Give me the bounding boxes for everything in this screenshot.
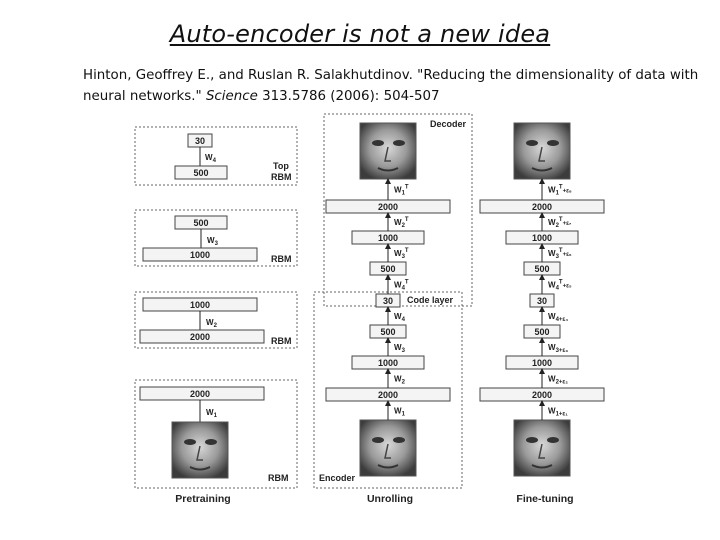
finetuning-input-face: [513, 419, 571, 477]
fine-stack-layer-value: 30: [537, 296, 547, 306]
rbm-top-weight: W4: [205, 153, 217, 164]
unroll-stack-layer-value: 2000: [378, 202, 398, 212]
rbm-3-upper-value: 500: [193, 218, 208, 228]
rbm-2-label: RBM: [271, 336, 292, 346]
unrolling-caption: Unrolling: [367, 493, 413, 505]
citation-paper-title: "Reducing the dimensionality of data wit…: [83, 68, 699, 104]
fine-stack-layer-value: 1000: [532, 358, 552, 368]
rbm-1-upper-layer: [139, 386, 265, 401]
citation-journal: Science: [205, 89, 258, 104]
citation: Hinton, Geoffrey E., and Ruslan R. Salak…: [83, 65, 703, 107]
fine-stack-weight-label: W2T+ε₇: [548, 217, 572, 229]
fine-stack-weight-label: W1T+ε₈: [548, 185, 572, 197]
rbm-top-label-line1: Top: [273, 161, 289, 171]
finetuning-caption: Fine-tuning: [516, 493, 573, 505]
fine-stack-layer-value: 1000: [532, 233, 552, 243]
rbm-1-label: RBM: [268, 473, 289, 483]
rbm-3-frame: [134, 209, 298, 267]
code-layer-label: Code layer: [407, 295, 454, 305]
rbm-1-upper-value: 2000: [190, 389, 210, 399]
fine-stack-layer-value: 2000: [532, 390, 552, 400]
finetuning-layer-stack: 2000 1000 500 30 500 1000 2000 W1T+ε₈ W2T+ε₇ W3T+…: [479, 178, 605, 420]
unroll-stack-layer-value: 500: [380, 327, 395, 337]
rbm-top-upper-value: 30: [195, 136, 205, 146]
unrolling-output-face: [359, 122, 417, 180]
rbm-2-weight: W2: [206, 318, 218, 329]
fine-stack-layer-value: 2000: [532, 202, 552, 212]
rbm-3-lower-layer: [142, 247, 258, 262]
slide-title: Auto-encoder is not a new idea: [169, 20, 551, 48]
fine-stack-weight-label: W4T+ε₅: [548, 280, 572, 292]
rbm-2-upper-value: 1000: [190, 300, 210, 310]
unroll-stack-layer-value: 500: [380, 264, 395, 274]
rbm-2-lower-layer: [139, 329, 265, 344]
fine-stack-weight-label: W2+ε₂: [548, 375, 568, 386]
encoder-label: Encoder: [319, 473, 356, 483]
unroll-stack-weight-label: W1T: [394, 185, 409, 197]
unroll-stack-weight-label: W3T: [394, 248, 409, 260]
unroll-stack-weight-label: W1: [394, 407, 406, 418]
unroll-stack-weight-label: W4T: [394, 280, 409, 292]
rbm-2-lower-value: 2000: [190, 332, 210, 342]
rbm-2-frame: [134, 291, 298, 349]
pretraining-caption: Pretraining: [175, 493, 230, 505]
unroll-stack-layer-value: 1000: [378, 358, 398, 368]
unroll-stack-layer-value: 1000: [378, 233, 398, 243]
rbm-1-weight: W1: [206, 408, 218, 419]
citation-details: 313.5786 (2006): 504-507: [262, 89, 440, 104]
rbm-3-lower-value: 1000: [190, 250, 210, 260]
fine-stack-layer-value: 500: [534, 327, 549, 337]
citation-authors: Hinton, Geoffrey E., and Ruslan R. Salak…: [83, 68, 413, 83]
rbm-3-weight: W3: [207, 236, 219, 247]
pretraining-face-image: [171, 421, 229, 479]
fine-stack-weight-label: W3+ε₃: [548, 343, 568, 354]
rbm-top-label-line2: RBM: [271, 172, 292, 182]
rbm-top-frame: [134, 126, 298, 186]
unroll-stack-weight-label: W3: [394, 343, 406, 354]
rbm-top-lower-layer: [174, 165, 228, 180]
rbm-1-frame: [134, 379, 298, 489]
unroll-stack-weight-label: W2: [394, 375, 406, 386]
fine-stack-layer-value: 500: [534, 264, 549, 274]
unrolling-input-face: [359, 419, 417, 477]
unroll-stack-layer-value: 30: [383, 296, 393, 306]
fine-stack-weight-label: W3T+ε₆: [548, 248, 572, 260]
finetuning-output-face: [513, 122, 571, 180]
unroll-stack-weight-label: W2T: [394, 217, 409, 229]
rbm-3-label: RBM: [271, 254, 292, 264]
unrolling-layer-stack: 2000 1000 500 30 500 1000 2000 W1T W2T W3T W4T W4W3…: [325, 178, 451, 420]
decoder-label: Decoder: [430, 119, 467, 129]
unroll-stack-weight-label: W4: [394, 312, 406, 323]
rbm-top-lower-value: 500: [193, 168, 208, 178]
fine-stack-weight-label: W1+ε₁: [548, 407, 568, 418]
fine-stack-weight-label: W4+ε₄: [548, 312, 568, 323]
unroll-stack-layer-value: 2000: [378, 390, 398, 400]
